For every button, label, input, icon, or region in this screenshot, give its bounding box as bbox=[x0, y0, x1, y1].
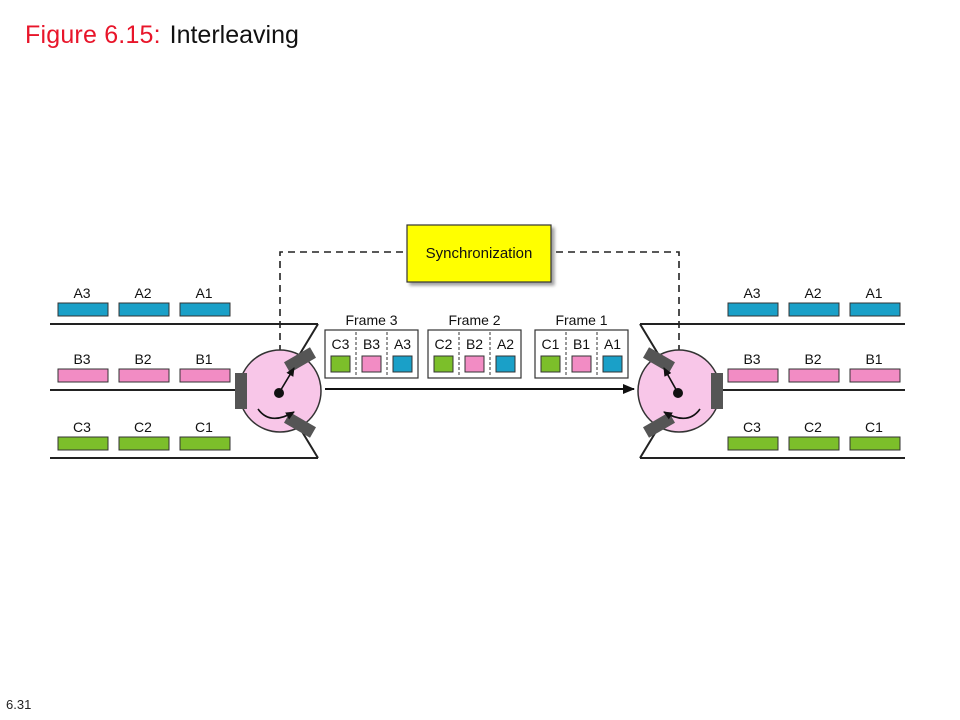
receiver-contact-upper bbox=[643, 347, 675, 373]
receiver-unit-label-a1: A1 bbox=[865, 285, 882, 301]
frame-slot-label-a1: A1 bbox=[604, 336, 621, 352]
receiver-unit-label-b2: B2 bbox=[804, 351, 821, 367]
sender-unit-c1 bbox=[179, 436, 231, 451]
figure-title: Interleaving bbox=[169, 21, 299, 49]
sender-unit-a1 bbox=[179, 302, 231, 317]
synchronization-label: Synchronization bbox=[426, 245, 533, 262]
receiver-unit-a1 bbox=[849, 302, 901, 317]
sender-unit-label-b2: B2 bbox=[134, 351, 151, 367]
receiver-unit-c3 bbox=[727, 436, 779, 451]
page-number: 6.31 bbox=[6, 697, 32, 712]
sender-unit-a2 bbox=[118, 302, 170, 317]
sender-contact-left bbox=[235, 373, 247, 409]
receiver-unit-b1 bbox=[849, 368, 901, 383]
frame-label-1: Frame 1 bbox=[555, 312, 607, 328]
frame-slot-label-c3: C3 bbox=[332, 336, 350, 352]
receiver-unit-label-b1: B1 bbox=[865, 351, 882, 367]
sender-unit-label-a3: A3 bbox=[73, 285, 90, 301]
frame-slot-label-b2: B2 bbox=[466, 336, 483, 352]
receiver-unit-b3 bbox=[727, 368, 779, 383]
frame-slot-label-c2: C2 bbox=[435, 336, 453, 352]
sender-unit-label-b1: B1 bbox=[195, 351, 212, 367]
frame-slot-unit-c2 bbox=[433, 355, 454, 373]
sender-unit-label-c1: C1 bbox=[195, 419, 213, 435]
receiver-unit-label-b3: B3 bbox=[743, 351, 760, 367]
receiver-unit-label-c3: C3 bbox=[743, 419, 761, 435]
figure-label: Figure 6.15 bbox=[25, 21, 154, 49]
frame-slot-unit-a2 bbox=[495, 355, 516, 373]
receiver-pointer bbox=[663, 367, 679, 394]
frame-slot-label-b1: B1 bbox=[573, 336, 590, 352]
sync-box-rect bbox=[406, 224, 552, 283]
sender-pointer bbox=[278, 367, 295, 394]
sender-unit-c2 bbox=[118, 436, 170, 451]
sender-lines bbox=[50, 323, 319, 459]
receiver-demultiplexer bbox=[637, 347, 723, 438]
frame-label-2: Frame 2 bbox=[448, 312, 500, 328]
frames: Frame 3 C3 B3 A3 Frame 2 C2 B2 A2 Frame 1 C1 B1 A1 bbox=[324, 312, 629, 379]
receiver-unit-label-c1: C1 bbox=[865, 419, 883, 435]
sender-unit-label-a1: A1 bbox=[195, 285, 212, 301]
frame-label-3: Frame 3 bbox=[345, 312, 397, 328]
receiver-unit-label-c2: C2 bbox=[804, 419, 822, 435]
title-separator: : bbox=[153, 21, 161, 49]
frame-slot-unit-c3 bbox=[330, 355, 351, 373]
receiver-unit-c2 bbox=[788, 436, 840, 451]
receiver-unit-label-a3: A3 bbox=[743, 285, 760, 301]
receiver-contact-right bbox=[711, 373, 723, 409]
receiver-unit-b2 bbox=[788, 368, 840, 383]
frame-slot-unit-b1 bbox=[571, 355, 592, 373]
sender-unit-b2 bbox=[118, 368, 170, 383]
frame-slot-label-b3: B3 bbox=[363, 336, 380, 352]
receiver-unit-c1 bbox=[849, 436, 901, 451]
receiver-unit-a3 bbox=[727, 302, 779, 317]
sync-link-receiver bbox=[551, 251, 680, 388]
sender-unit-label-c3: C3 bbox=[73, 419, 91, 435]
sender-unit-b1 bbox=[179, 368, 231, 383]
sender-unit-label-a2: A2 bbox=[134, 285, 151, 301]
synchronization-box: Synchronization bbox=[406, 224, 552, 283]
slide-title: Figure 6.15: Interleaving bbox=[25, 19, 299, 51]
receiver-unit-a2 bbox=[788, 302, 840, 317]
frame-slot-unit-c1 bbox=[540, 355, 561, 373]
frame-slot-unit-b3 bbox=[361, 355, 382, 373]
sender-rotation-arrow bbox=[257, 408, 295, 420]
frame-slot-unit-a1 bbox=[602, 355, 623, 373]
receiver-rotation-arrow bbox=[663, 408, 701, 420]
frame-slot-label-a2: A2 bbox=[497, 336, 514, 352]
sender-unit-c3 bbox=[57, 436, 109, 451]
sender-unit-label-b3: B3 bbox=[73, 351, 90, 367]
sender-unit-label-c2: C2 bbox=[134, 419, 152, 435]
sender-multiplexer bbox=[235, 347, 322, 438]
frame-slot-unit-b2 bbox=[464, 355, 485, 373]
frame-slot-unit-a3 bbox=[392, 355, 413, 373]
sender-unit-a3 bbox=[57, 302, 109, 317]
sender-contact-upper bbox=[284, 347, 316, 373]
receiver-unit-label-a2: A2 bbox=[804, 285, 821, 301]
sync-link-sender bbox=[279, 251, 407, 388]
frame-slot-label-a3: A3 bbox=[394, 336, 411, 352]
frame-slot-label-c1: C1 bbox=[542, 336, 560, 352]
sender-unit-b3 bbox=[57, 368, 109, 383]
